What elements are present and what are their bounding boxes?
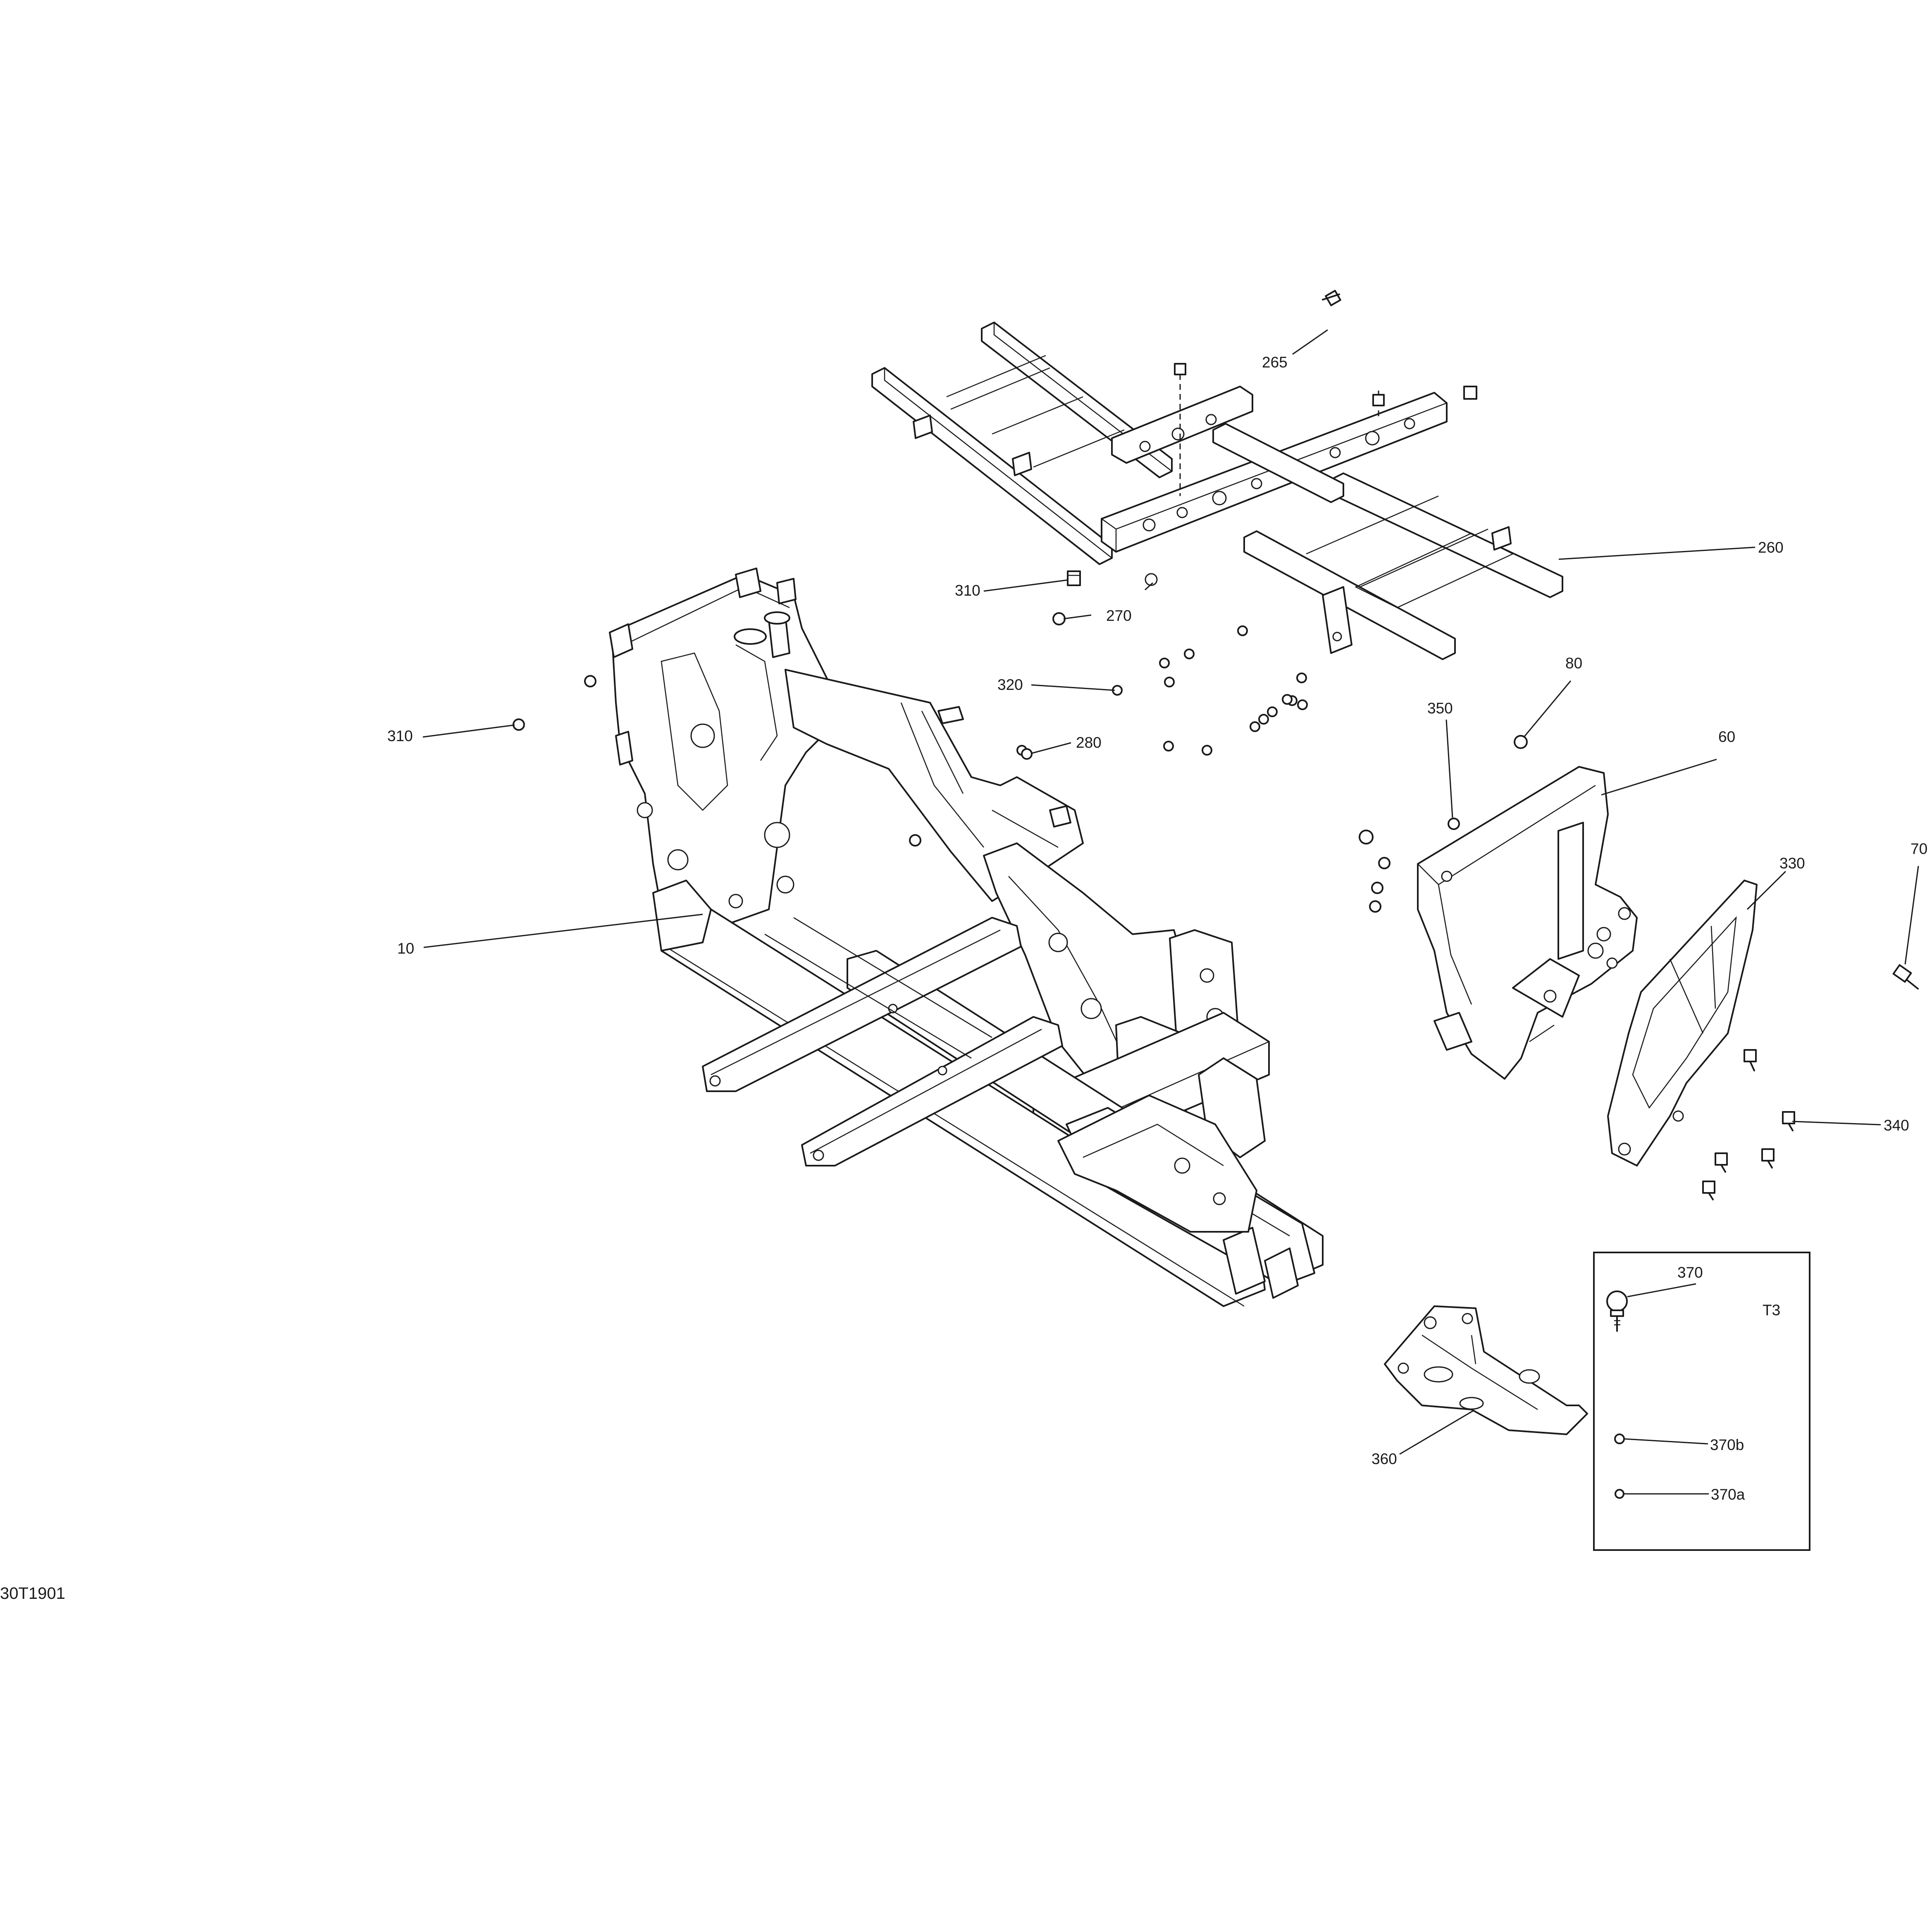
nut-280 [1021, 748, 1033, 760]
rear-subframe-260 [871, 322, 1563, 660]
bracket-360 [1384, 1305, 1588, 1435]
callout-265: 265 [1262, 354, 1288, 371]
nut-310-left [513, 718, 525, 731]
callout-10: 10 [397, 940, 414, 957]
plate-330 [1607, 880, 1758, 1166]
callout-60: 60 [1718, 728, 1735, 745]
callout-360: 360 [1371, 1450, 1397, 1467]
inset-box-t3 [1593, 1252, 1810, 1551]
callout-310-top: 310 [955, 582, 980, 599]
nut-370a [1615, 1489, 1624, 1499]
nut-350 [1448, 818, 1460, 830]
nut-frame-mid [909, 834, 921, 847]
tow-ball-370 [1606, 1290, 1628, 1332]
callout-320: 320 [997, 676, 1023, 693]
nut-frame-top [584, 675, 596, 687]
callout-370: 370 [1677, 1264, 1703, 1281]
callout-350: 350 [1427, 700, 1453, 717]
callout-80: 80 [1565, 655, 1582, 672]
callout-330: 330 [1779, 855, 1805, 872]
leader-lines [422, 329, 1919, 1495]
callout-labels: 265 260 310 270 320 280 310 10 80 350 60… [0, 354, 1927, 1603]
main-frame-10 [609, 568, 1324, 1307]
nuts-bracket-group [1359, 830, 1391, 913]
washer-370b [1614, 1433, 1625, 1444]
callout-280: 280 [1076, 734, 1102, 751]
figure-id: 30T1901 [0, 1584, 65, 1603]
callout-310-left: 310 [387, 727, 413, 744]
nut-group-320 [1016, 625, 1308, 756]
callout-340: 340 [1884, 1117, 1909, 1134]
bushing-310-top [1067, 570, 1081, 586]
nut-270 [1145, 573, 1158, 586]
callout-70: 70 [1911, 840, 1927, 857]
rear-bracket-60 [1417, 766, 1638, 1080]
callout-370a: 370a [1711, 1486, 1745, 1503]
nut-270-lower [1052, 612, 1066, 625]
callout-370b: 370b [1710, 1436, 1744, 1453]
nut-80 [1514, 735, 1528, 749]
callout-260: 260 [1758, 539, 1784, 556]
bolt-265 [1174, 290, 1477, 406]
bolt-70 [1892, 964, 1919, 990]
callout-270: 270 [1106, 607, 1132, 624]
bolt-group-340 [1702, 1049, 1795, 1200]
inset-title-t3: T3 [1763, 1302, 1780, 1319]
